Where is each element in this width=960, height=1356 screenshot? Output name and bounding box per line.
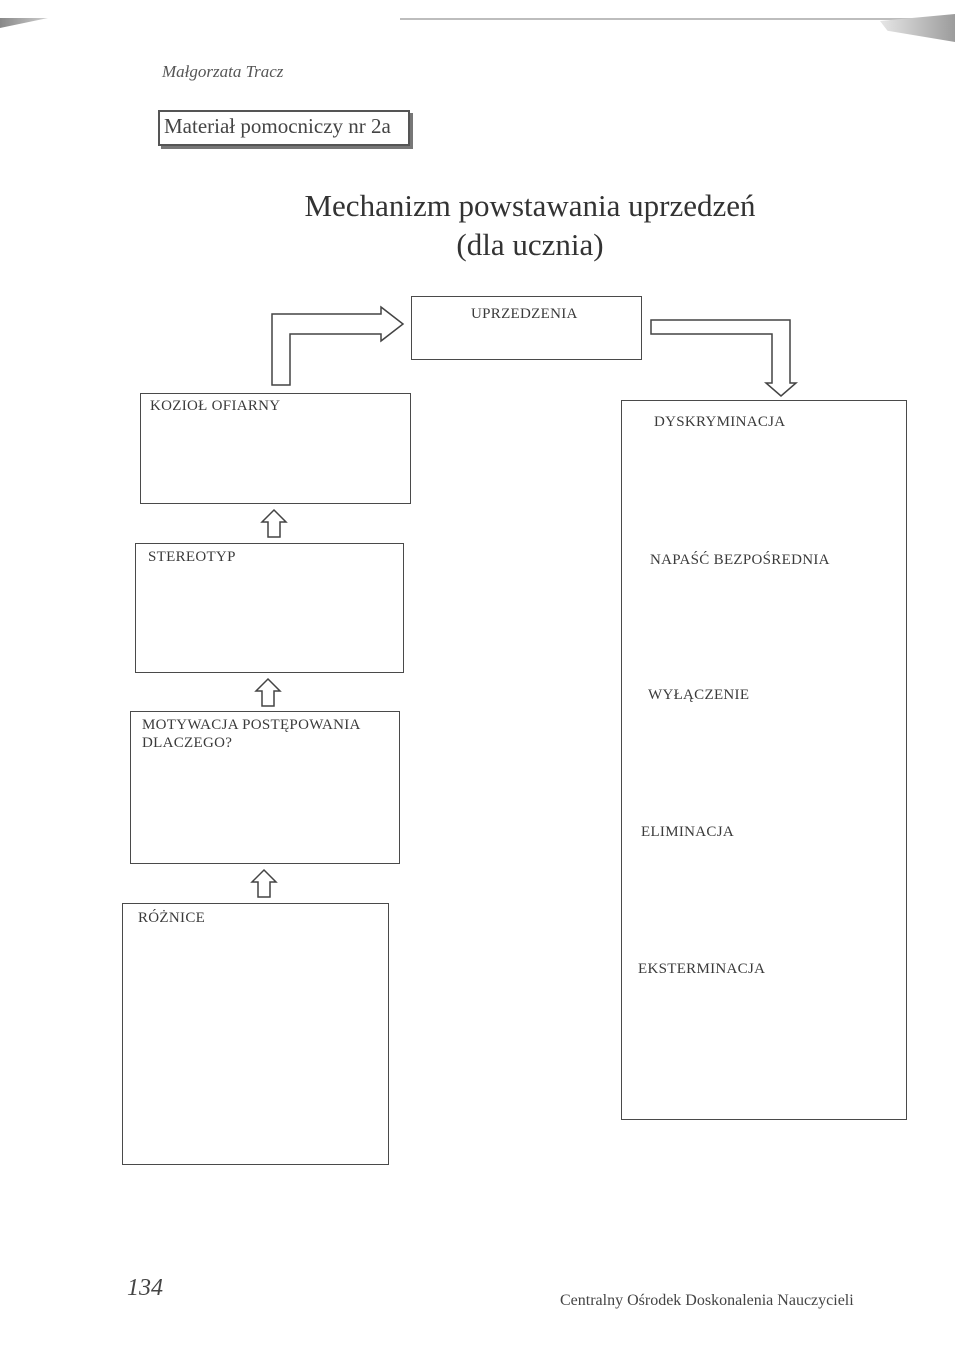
up-arrow-2 <box>254 677 282 707</box>
label-dyskryminacja: DYSKRYMINACJA <box>654 414 786 430</box>
label-koziol-ofiarny: KOZIOŁ OFIARNY <box>150 398 281 414</box>
author-name: Małgorzata Tracz <box>162 62 284 81</box>
label-stereotyp: STEREOTYP <box>148 549 236 565</box>
label-uprzedzenia: UPRZEDZENIA <box>471 306 578 322</box>
label-wylaczenie: WYŁĄCZENIE <box>648 687 750 703</box>
label-roznice: RÓŻNICE <box>138 910 206 926</box>
box-dyskryminacja <box>621 400 907 1120</box>
label-dlaczego: DLACZEGO? <box>142 735 233 751</box>
footer-organization: Centralny Ośrodek Doskonalenia Nauczycie… <box>560 1292 854 1309</box>
page-number: 134 <box>127 1275 163 1301</box>
box-uprzedzenia <box>411 296 642 360</box>
up-arrow-1 <box>260 508 288 538</box>
box-stereotyp <box>135 543 404 673</box>
box-koziol-ofiarny <box>140 393 411 504</box>
header-rule <box>400 18 955 20</box>
page-title: Mechanizm powstawania uprzedzeń <box>304 188 756 223</box>
label-motywacja: MOTYWACJA POSTĘPOWANIA <box>142 717 361 733</box>
label-napasc: NAPAŚĆ BEZPOŚREDNIA <box>650 552 830 568</box>
box-roznice <box>122 903 389 1165</box>
arrow-to-uprzedzenia <box>271 305 405 386</box>
material-label: Materiał pomocniczy nr 2a <box>164 114 391 138</box>
page-subtitle: (dla ucznia) <box>456 227 604 262</box>
label-eksterminacja: EKSTERMINACJA <box>638 961 766 977</box>
arrow-to-dyskryminacja <box>650 319 799 397</box>
scan-artifact-left <box>0 18 48 28</box>
material-label-box <box>158 110 410 146</box>
up-arrow-3 <box>250 868 278 898</box>
label-eliminacja: ELIMINACJA <box>641 824 734 840</box>
box-motywacja <box>130 711 400 864</box>
